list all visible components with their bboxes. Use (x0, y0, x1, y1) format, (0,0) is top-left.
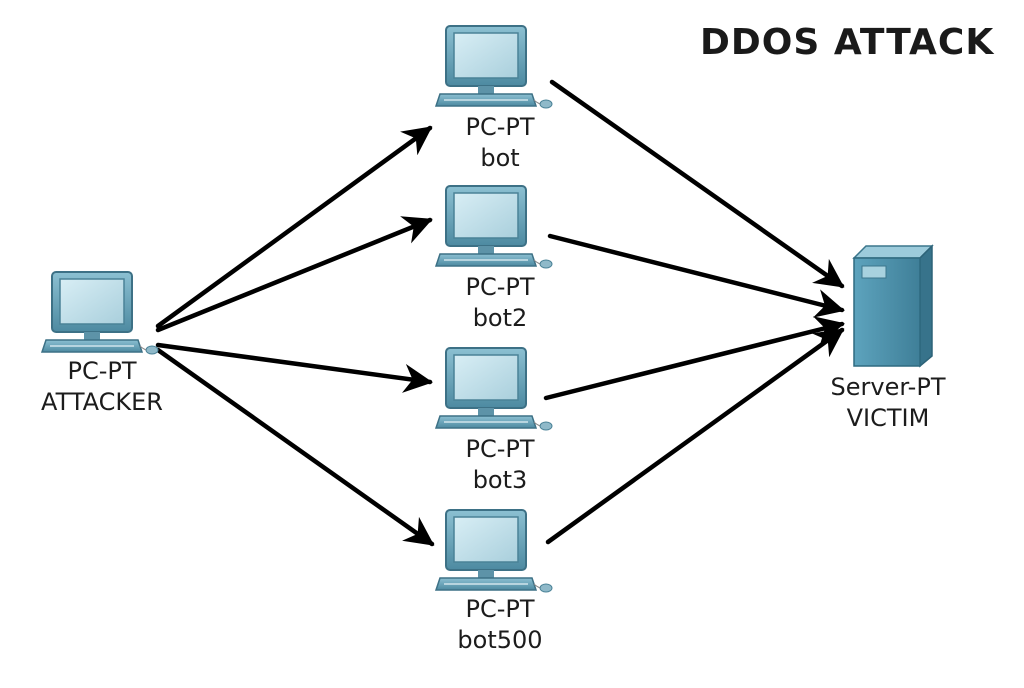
bot500-name: bot500 (457, 626, 543, 654)
bot-pc-icon (435, 25, 553, 109)
bot3-pc-icon (435, 347, 553, 431)
victim-label: Server-PT VICTIM (808, 372, 968, 434)
attacker-name: ATTACKER (41, 388, 163, 416)
arrow-layer (155, 79, 845, 547)
arrow-attacker-to-bot (155, 125, 433, 329)
bot2-type: PC-PT (465, 273, 535, 301)
bot2-name: bot2 (472, 304, 528, 332)
attacker-type: PC-PT (67, 357, 137, 385)
bot500-type: PC-PT (465, 595, 535, 623)
arrow-bot-to-victim (549, 79, 845, 289)
server-icon (852, 244, 934, 368)
diagram-title: DDOS ATTACK (700, 22, 995, 63)
arrow-bot500-to-victim (545, 327, 845, 545)
bot-label: PC-PT bot (430, 112, 570, 174)
bot500-pc-icon (435, 509, 553, 593)
arrow-attacker-to-bot500 (155, 347, 435, 547)
arrow-attacker-to-bot3 (155, 342, 433, 393)
bot-type: PC-PT (465, 113, 535, 141)
arrow-bot3-to-victim (543, 316, 845, 401)
bot3-name: bot3 (472, 466, 528, 494)
victim-name: VICTIM (846, 404, 930, 432)
victim-type: Server-PT (830, 373, 946, 401)
bot3-label: PC-PT bot3 (430, 434, 570, 496)
attacker-label: PC-PT ATTACKER (22, 356, 182, 418)
bot2-label: PC-PT bot2 (430, 272, 570, 334)
bot3-type: PC-PT (465, 435, 535, 463)
bot-name: bot (480, 144, 520, 172)
arrow-attacker-to-bot2 (155, 216, 433, 333)
bot500-label: PC-PT bot500 (430, 594, 570, 656)
attacker-pc-icon (41, 271, 159, 355)
bot2-pc-icon (435, 185, 553, 269)
arrow-bot2-to-victim (547, 233, 845, 318)
